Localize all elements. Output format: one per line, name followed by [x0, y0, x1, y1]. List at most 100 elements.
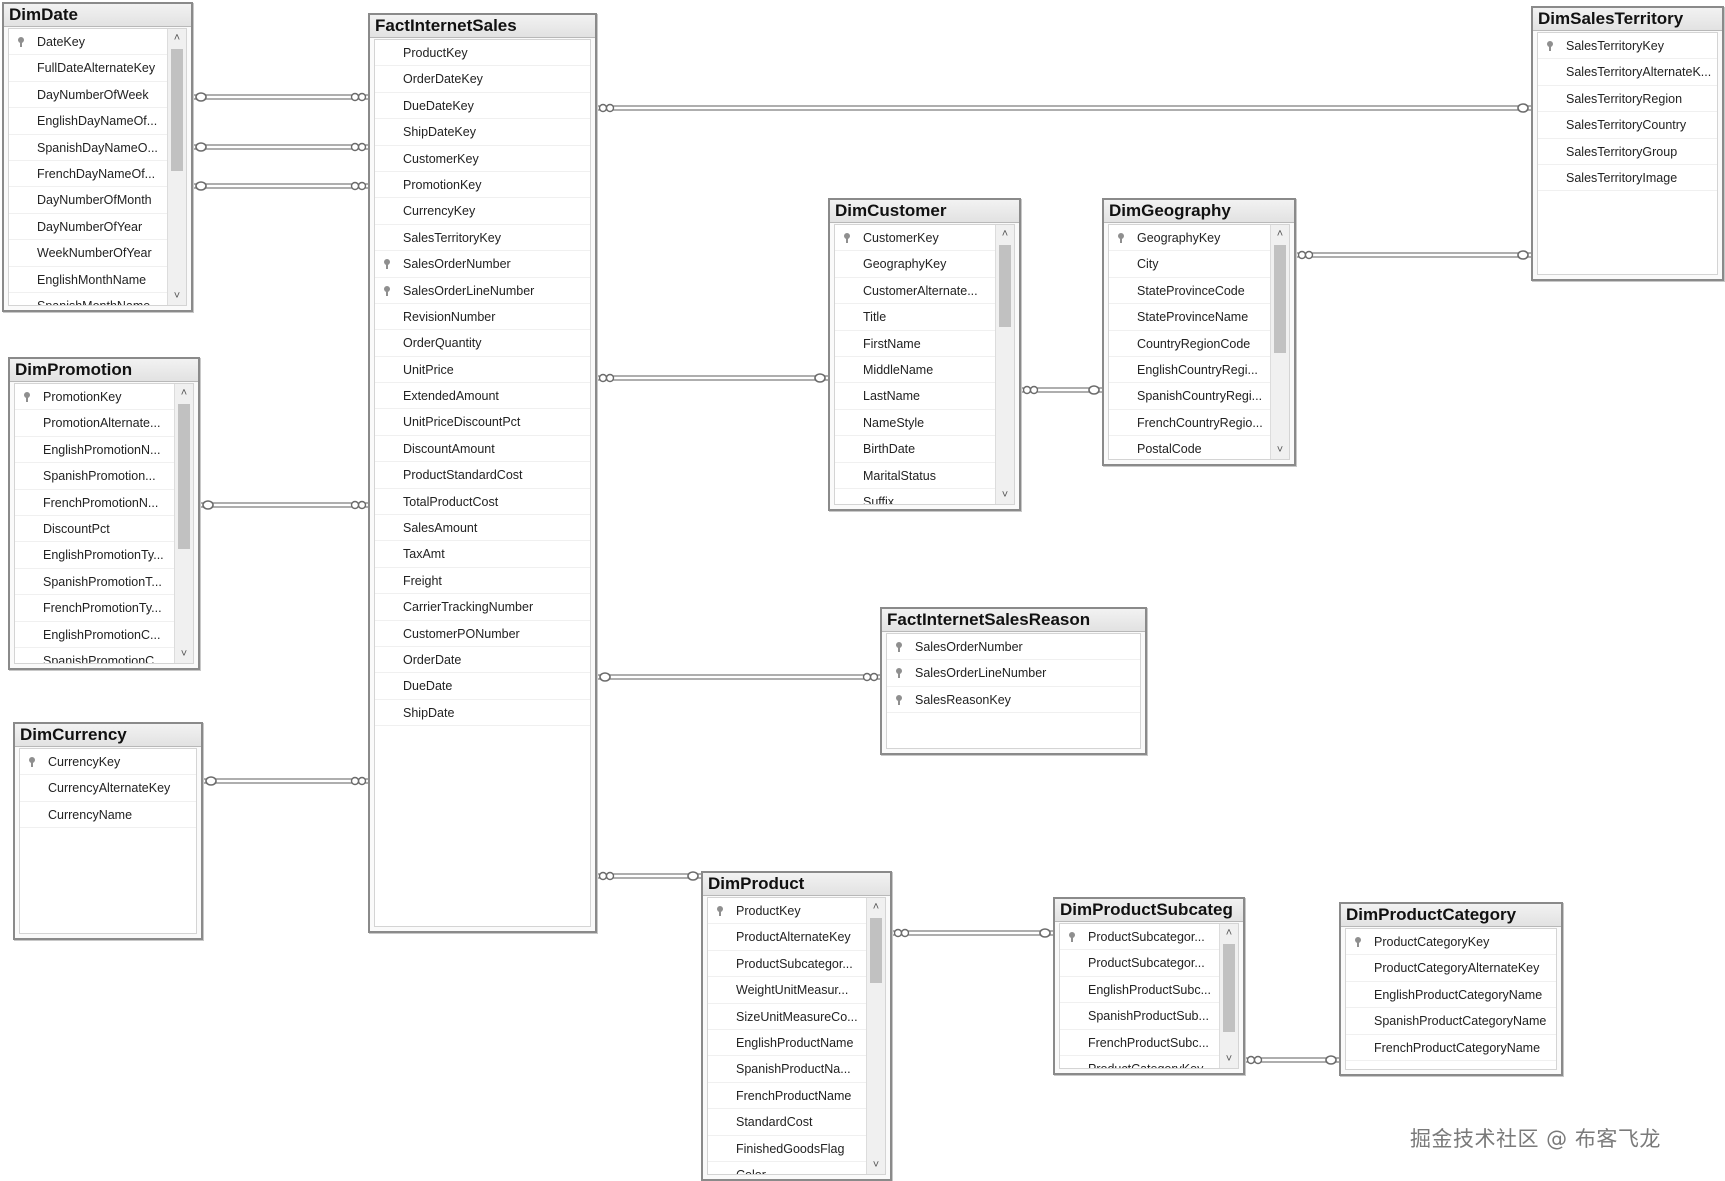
vertical-scrollbar[interactable]: ˄ ˅ — [995, 225, 1014, 504]
column-row[interactable]: StateProvinceName — [1109, 304, 1271, 331]
column-row[interactable]: EnglishPromotionC... — [15, 622, 175, 648]
column-row[interactable]: SalesTerritoryGroup — [1538, 139, 1717, 165]
column-row[interactable]: EnglishProductSubc... — [1060, 977, 1220, 1004]
column-row[interactable]: EnglishProductCategoryName — [1346, 982, 1556, 1009]
column-row[interactable]: FrenchDayNameOf... — [9, 161, 168, 188]
column-row[interactable]: Suffix — [835, 489, 996, 504]
column-row[interactable]: CurrencyAlternateKey — [20, 775, 196, 802]
column-row[interactable]: CarrierTrackingNumber — [375, 594, 590, 621]
column-row[interactable]: FinishedGoodsFlag — [708, 1136, 867, 1162]
scroll-down-arrow-icon[interactable]: ˅ — [180, 648, 188, 660]
scrollbar-thumb[interactable] — [178, 404, 190, 549]
table-dim-product-subcategory[interactable]: DimProductSubcateg ProductSubcategor...P… — [1053, 897, 1245, 1075]
column-row[interactable]: SalesOrderLineNumber — [375, 278, 590, 304]
column-row[interactable]: SalesTerritoryImage — [1538, 165, 1717, 192]
column-row[interactable]: StandardCost — [708, 1109, 867, 1136]
column-row[interactable]: CustomerKey — [835, 225, 996, 252]
column-row[interactable]: ProductKey — [708, 898, 867, 925]
column-row[interactable]: SalesOrderLineNumber — [887, 660, 1140, 687]
column-row[interactable]: TaxAmt — [375, 541, 590, 568]
column-row[interactable]: SalesTerritoryAlternateK... — [1538, 59, 1717, 86]
column-row[interactable]: ProductCategoryKey — [1060, 1056, 1220, 1068]
column-row[interactable]: CurrencyKey — [375, 198, 590, 225]
column-row[interactable]: NameStyle — [835, 410, 996, 437]
column-row[interactable]: DueDate — [375, 673, 590, 700]
column-row[interactable]: SpanishDayNameO... — [9, 135, 168, 161]
column-row[interactable]: DayNumberOfMonth — [9, 187, 168, 214]
column-row[interactable]: SpanishProductNa... — [708, 1056, 867, 1083]
column-row[interactable]: BirthDate — [835, 436, 996, 463]
column-row[interactable]: PromotionKey — [375, 172, 590, 199]
column-row[interactable]: SpanishPromotionC... — [15, 648, 175, 663]
scroll-down-arrow-icon[interactable]: ˅ — [1276, 444, 1284, 456]
column-row[interactable]: SalesTerritoryKey — [1538, 33, 1717, 60]
table-fact-internet-sales-reason[interactable]: FactInternetSalesReason SalesOrderNumber… — [880, 607, 1147, 755]
column-row[interactable]: SpanishMonthName — [9, 293, 168, 305]
column-row[interactable]: CustomerAlternate... — [835, 278, 996, 305]
column-row[interactable]: CurrencyKey — [20, 749, 196, 776]
column-row[interactable]: DiscountAmount — [375, 436, 590, 463]
column-row[interactable]: EnglishPromotionTy... — [15, 542, 175, 569]
column-row[interactable]: FrenchProductCategoryName — [1346, 1035, 1556, 1061]
column-row[interactable]: CustomerKey — [375, 146, 590, 172]
vertical-scrollbar[interactable]: ˄ ˅ — [167, 29, 186, 305]
column-row[interactable]: FrenchPromotionN... — [15, 490, 175, 516]
column-row[interactable]: OrderDate — [375, 647, 590, 674]
scrollbar-thumb[interactable] — [1274, 245, 1286, 353]
vertical-scrollbar[interactable]: ˄ ˅ — [1270, 225, 1289, 459]
column-row[interactable]: TotalProductCost — [375, 489, 590, 516]
scrollbar-thumb[interactable] — [870, 918, 882, 983]
scroll-down-arrow-icon[interactable]: ˅ — [872, 1159, 880, 1171]
column-row[interactable]: MaritalStatus — [835, 463, 996, 489]
column-row[interactable]: RevisionNumber — [375, 304, 590, 331]
column-row[interactable]: ProductKey — [375, 40, 590, 67]
column-row[interactable]: FullDateAlternateKey — [9, 55, 168, 82]
column-row[interactable]: ProductSubcategor... — [1060, 924, 1220, 951]
column-row[interactable]: DayNumberOfWeek — [9, 82, 168, 109]
column-row[interactable]: EnglishCountryRegi... — [1109, 357, 1271, 384]
scroll-up-arrow-icon[interactable]: ˄ — [1276, 228, 1284, 240]
column-row[interactable]: PromotionAlternate... — [15, 410, 175, 437]
column-row[interactable]: SizeUnitMeasureCo... — [708, 1004, 867, 1030]
column-row[interactable]: GeographyKey — [1109, 225, 1271, 252]
column-row[interactable]: CustomerPONumber — [375, 621, 590, 647]
scroll-down-arrow-icon[interactable]: ˅ — [173, 290, 181, 302]
column-row[interactable]: Title — [835, 304, 996, 331]
column-row[interactable]: SalesTerritoryCountry — [1538, 112, 1717, 139]
column-row[interactable]: PostalCode — [1109, 436, 1271, 459]
scroll-down-arrow-icon[interactable]: ˅ — [1225, 1053, 1233, 1065]
column-row[interactable]: DueDateKey — [375, 93, 590, 120]
column-row[interactable]: SpanishCountryRegi... — [1109, 383, 1271, 410]
column-row[interactable]: ProductSubcategor... — [708, 951, 867, 978]
column-row[interactable]: SpanishProductSub... — [1060, 1003, 1220, 1030]
column-row[interactable]: DayNumberOfYear — [9, 214, 168, 241]
column-row[interactable]: SalesTerritoryRegion — [1538, 86, 1717, 113]
column-row[interactable]: SpanishPromotionT... — [15, 569, 175, 596]
column-row[interactable]: EnglishProductName — [708, 1030, 867, 1057]
column-row[interactable]: SpanishPromotion... — [15, 463, 175, 490]
column-row[interactable]: EnglishMonthName — [9, 267, 168, 293]
column-row[interactable]: ProductStandardCost — [375, 462, 590, 489]
column-row[interactable]: ProductSubcategor... — [1060, 950, 1220, 977]
scroll-up-arrow-icon[interactable]: ˄ — [1001, 228, 1009, 240]
scroll-up-arrow-icon[interactable]: ˄ — [180, 387, 188, 399]
column-row[interactable]: ShipDate — [375, 700, 590, 727]
scroll-down-arrow-icon[interactable]: ˅ — [1001, 489, 1009, 501]
column-row[interactable]: OrderDateKey — [375, 66, 590, 93]
scroll-up-arrow-icon[interactable]: ˄ — [872, 901, 880, 913]
column-row[interactable]: Color — [708, 1162, 867, 1174]
column-row[interactable]: ShipDateKey — [375, 119, 590, 146]
column-row[interactable]: ExtendedAmount — [375, 383, 590, 410]
column-row[interactable]: PromotionKey — [15, 384, 175, 411]
column-row[interactable]: ProductAlternateKey — [708, 924, 867, 951]
column-row[interactable]: WeightUnitMeasur... — [708, 977, 867, 1004]
column-row[interactable]: DateKey — [9, 29, 168, 56]
column-row[interactable]: SalesOrderNumber — [887, 634, 1140, 661]
scrollbar-thumb[interactable] — [171, 49, 183, 171]
scrollbar-thumb[interactable] — [999, 245, 1011, 327]
